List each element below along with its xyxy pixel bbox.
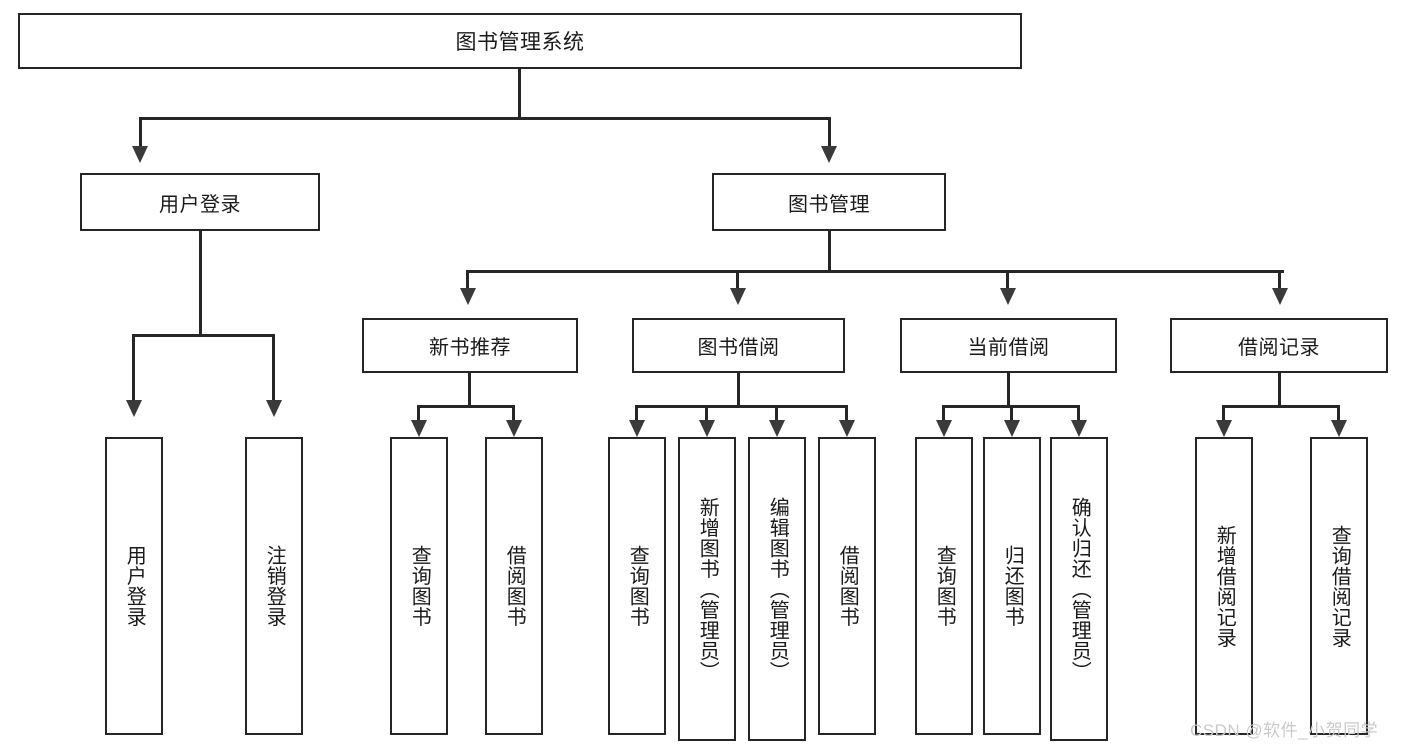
connector-to-user-login: [139, 117, 142, 148]
node-label: 新增图书（管理员）: [696, 496, 719, 682]
node-label: 新书推荐: [429, 337, 511, 359]
node-label: 确认归还（管理员）: [1068, 496, 1091, 682]
node-label: 借阅记录: [1238, 337, 1320, 359]
node-label: 查询图书: [933, 545, 956, 627]
leaf-borrow-book-recommend[interactable]: 借阅图书: [485, 437, 543, 735]
arrowhead-cb-leaf-2: [1004, 420, 1020, 437]
arrowhead-nb-leaf-2: [506, 420, 522, 437]
node-label: 查询图书: [408, 545, 431, 627]
node-book-borrow[interactable]: 图书借阅: [632, 318, 845, 373]
node-root-system[interactable]: 图书管理系统: [18, 13, 1022, 69]
connector-root-stem: [518, 69, 521, 117]
connector-book-borrow-stem: [737, 373, 740, 407]
connector-cb-drop-2: [1010, 405, 1013, 423]
connector-bb-drop-2: [705, 405, 708, 423]
connector-book-mgmt-stem: [828, 231, 831, 272]
leaf-logout[interactable]: 注销登录: [245, 437, 303, 735]
arrowhead-borrow-record: [1272, 288, 1288, 305]
connector-current-borrow-stem: [1007, 373, 1010, 407]
connector-book-borrow-bus: [635, 405, 845, 408]
node-label: 借阅图书: [836, 545, 859, 627]
node-user-login[interactable]: 用户登录: [80, 173, 320, 231]
arrowhead-bb-leaf-2: [699, 420, 715, 437]
connector-cb-drop-1: [942, 405, 945, 423]
connector-new-book-drop-2: [512, 405, 515, 423]
node-new-book-recommend[interactable]: 新书推荐: [362, 318, 578, 373]
arrowhead-book-mgmt: [821, 146, 837, 163]
connector-user-login-drop-1: [132, 334, 135, 402]
node-label: 查询图书: [626, 545, 649, 627]
arrowhead-book-borrow: [730, 288, 746, 305]
arrowhead-cb-leaf-3: [1071, 420, 1087, 437]
arrowhead-bb-leaf-1: [629, 420, 645, 437]
arrowhead-nb-leaf-1: [411, 420, 427, 437]
leaf-borrow-book[interactable]: 借阅图书: [818, 437, 876, 735]
arrowhead-user-login: [132, 146, 148, 163]
leaf-return-book[interactable]: 归还图书: [983, 437, 1041, 735]
connector-to-new-book: [466, 270, 469, 290]
node-label: 注销登录: [263, 545, 286, 627]
node-label: 查询借阅记录: [1328, 524, 1351, 648]
node-borrow-record[interactable]: 借阅记录: [1170, 318, 1388, 373]
connector-br-drop-1: [1222, 405, 1225, 423]
leaf-confirm-return-admin[interactable]: 确认归还（管理员）: [1050, 437, 1108, 741]
arrowhead-current-borrow: [1000, 288, 1016, 305]
leaf-add-book-admin[interactable]: 新增图书（管理员）: [678, 437, 736, 741]
node-label: 用户登录: [159, 193, 241, 216]
connector-user-login-stem: [199, 231, 202, 336]
leaf-query-borrow-record[interactable]: 查询借阅记录: [1310, 437, 1368, 735]
node-label: 借阅图书: [503, 545, 526, 627]
arrowhead-br-leaf-1: [1216, 420, 1232, 437]
leaf-add-borrow-record[interactable]: 新增借阅记录: [1195, 437, 1253, 735]
node-label: 归还图书: [1001, 545, 1024, 627]
node-label: 图书管理: [788, 193, 870, 216]
connector-bb-drop-4: [845, 405, 848, 423]
leaf-query-book-recommend[interactable]: 查询图书: [390, 437, 448, 735]
connector-root-bus: [139, 117, 831, 120]
connector-cb-drop-3: [1077, 405, 1080, 423]
node-label: 新增借阅记录: [1213, 524, 1236, 648]
leaf-query-book-borrow[interactable]: 查询图书: [608, 437, 666, 735]
leaf-query-book-current[interactable]: 查询图书: [915, 437, 973, 735]
node-label: 图书借阅: [697, 337, 780, 359]
connector-book-mgmt-bus: [466, 270, 1284, 273]
arrowhead-leaf-logout: [266, 400, 282, 417]
connector-new-book-bus: [417, 405, 514, 408]
connector-bb-drop-3: [775, 405, 778, 423]
connector-new-book-stem: [468, 373, 471, 407]
node-label: 编辑图书（管理员）: [766, 496, 789, 682]
arrowhead-bb-leaf-3: [769, 420, 785, 437]
connector-user-login-bus: [132, 334, 272, 337]
node-label: 图书管理系统: [455, 31, 585, 54]
arrowhead-leaf-user-login: [126, 400, 142, 417]
connector-to-book-mgmt: [828, 117, 831, 148]
node-label: 当前借阅: [967, 337, 1050, 359]
connector-to-current-borrow: [1006, 270, 1009, 290]
connector-br-drop-2: [1337, 405, 1340, 423]
connector-bb-drop-1: [635, 405, 638, 423]
connector-user-login-drop-2: [272, 334, 275, 402]
arrowhead-bb-leaf-4: [839, 420, 855, 437]
arrowhead-br-leaf-2: [1331, 420, 1347, 437]
arrowhead-cb-leaf-1: [936, 420, 952, 437]
node-book-management[interactable]: 图书管理: [712, 173, 946, 231]
connector-to-borrow-record: [1278, 270, 1281, 290]
leaf-user-login[interactable]: 用户登录: [105, 437, 163, 735]
arrowhead-new-book: [460, 288, 476, 305]
watermark-credit: CSDN @软件_小贺同学: [1190, 721, 1379, 740]
node-label: 用户登录: [123, 545, 146, 627]
connector-borrow-record-bus: [1222, 405, 1339, 408]
leaf-edit-book-admin[interactable]: 编辑图书（管理员）: [748, 437, 806, 741]
connector-borrow-record-stem: [1278, 373, 1281, 407]
connector-new-book-drop-1: [417, 405, 420, 423]
node-current-borrow[interactable]: 当前借阅: [900, 318, 1117, 373]
connector-to-book-borrow: [736, 270, 739, 290]
